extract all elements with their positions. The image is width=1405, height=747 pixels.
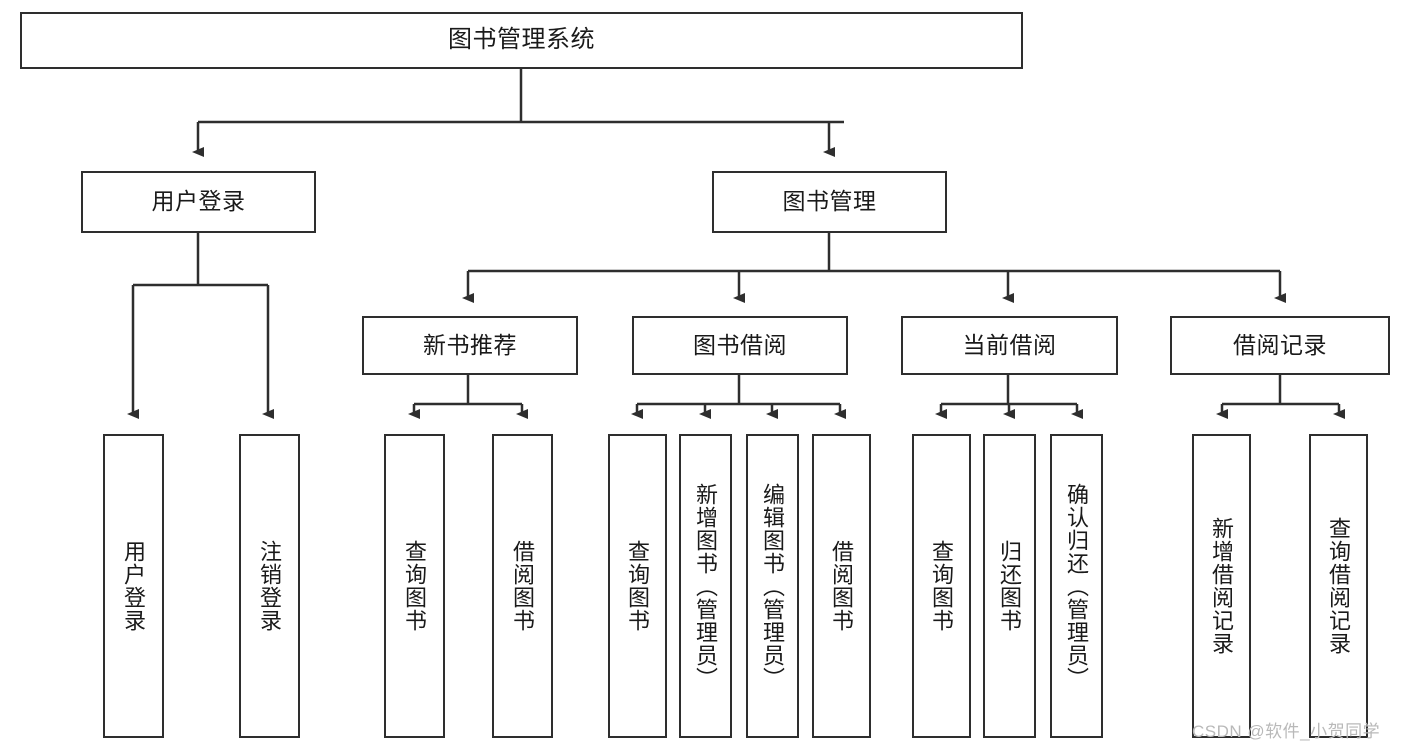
leaf-add-borrowing-record[interactable]: 新增借阅记录 — [1192, 434, 1251, 738]
leaf-query-book-recommendation[interactable]: 查询图书 — [384, 434, 445, 738]
leaf-logout[interactable]: 注销登录 — [239, 434, 300, 738]
leaf-borrow-book-borrowing[interactable]: 借阅图书 — [812, 434, 871, 738]
node-root-book-management-system[interactable]: 图书管理系统 — [20, 12, 1023, 69]
node-label: 新增借阅记录 — [1209, 517, 1235, 655]
node-label: 新增图书（管理员） — [693, 482, 719, 690]
node-user-login[interactable]: 用户登录 — [81, 171, 316, 233]
leaf-confirm-return-admin[interactable]: 确认归还（管理员） — [1050, 434, 1103, 738]
leaf-query-borrowing-record[interactable]: 查询借阅记录 — [1309, 434, 1368, 738]
node-new-book-recommendation[interactable]: 新书推荐 — [362, 316, 578, 375]
node-label: 查询图书 — [929, 540, 955, 632]
node-label: 编辑图书（管理员） — [760, 482, 786, 690]
leaf-query-book-current[interactable]: 查询图书 — [912, 434, 971, 738]
node-book-borrowing[interactable]: 图书借阅 — [632, 316, 848, 375]
node-label: 用户登录 — [151, 188, 246, 215]
leaf-edit-book-admin[interactable]: 编辑图书（管理员） — [746, 434, 799, 738]
node-current-borrowing[interactable]: 当前借阅 — [901, 316, 1118, 375]
leaf-user-login[interactable]: 用户登录 — [103, 434, 164, 738]
node-label: 查询借阅记录 — [1326, 517, 1352, 655]
node-label: 借阅图书 — [510, 540, 536, 632]
node-label: 借阅图书 — [829, 540, 855, 632]
node-label: 归还图书 — [997, 540, 1023, 632]
node-label: 图书管理 — [782, 188, 877, 215]
node-label: 确认归还（管理员） — [1064, 482, 1090, 690]
leaf-borrow-book-recommendation[interactable]: 借阅图书 — [492, 434, 553, 738]
node-label: 用户登录 — [121, 540, 147, 632]
node-borrowing-record[interactable]: 借阅记录 — [1170, 316, 1390, 375]
leaf-return-book[interactable]: 归还图书 — [983, 434, 1036, 738]
node-label: 查询图书 — [402, 540, 428, 632]
node-book-management[interactable]: 图书管理 — [712, 171, 947, 233]
node-label: 注销登录 — [257, 540, 283, 632]
leaf-query-book-borrowing[interactable]: 查询图书 — [608, 434, 667, 738]
node-label: 图书借阅 — [693, 331, 787, 358]
csdn-watermark: CSDN @软件_小贺同学 — [1192, 722, 1381, 741]
node-label: 图书管理系统 — [448, 26, 595, 54]
leaf-add-book-admin[interactable]: 新增图书（管理员） — [679, 434, 732, 738]
node-label: 当前借阅 — [962, 331, 1057, 358]
node-label: 查询图书 — [625, 540, 651, 632]
node-label: 借阅记录 — [1233, 331, 1327, 358]
node-label: 新书推荐 — [423, 331, 517, 358]
